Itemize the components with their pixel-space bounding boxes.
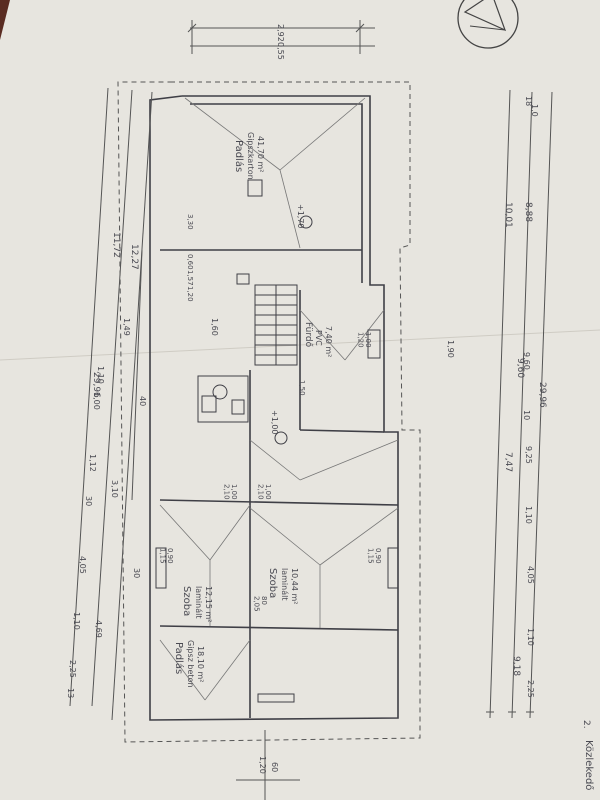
bottom-dim-e: 9,60 [515, 358, 525, 378]
left-chain-2: 1,10 [72, 612, 81, 630]
bottom-chain-3: 1,10 [524, 506, 533, 524]
building-walls [149, 95, 399, 721]
left-mid-1: 3,10 [110, 480, 119, 498]
room-name: Szoba [267, 568, 278, 598]
bottom-dim-a: 7,47 [503, 452, 513, 472]
room-area: 7,40 m² [324, 326, 333, 357]
left-dim-a: 11,72 [111, 232, 121, 258]
left-chain-4: 30 [84, 496, 93, 506]
left-dim-b: 12,27 [129, 244, 139, 270]
small-dim-2: 1,20 [186, 286, 194, 302]
bottom-chain-5: 10 [522, 410, 531, 420]
bottom-dim-overall: 29,96 [537, 382, 547, 408]
top-dimension-block [187, 20, 375, 54]
bottom-dim-d: 8,88 [523, 202, 533, 222]
bottom-chain-8: 18 [524, 96, 533, 106]
window-label-0: 0,901,15 [158, 548, 174, 564]
room-floor: Gipszkarton [246, 132, 255, 180]
room-szoba-right: Szoba laminált 10,44 m² [267, 568, 299, 604]
small-dim-0: 0,60 [186, 254, 194, 270]
window-label-2: 1,001,20 [356, 332, 372, 348]
room-area: 18,10 m² [196, 646, 205, 682]
left-small-1: 30 [132, 568, 141, 578]
side-mark-1: 60 [270, 762, 279, 772]
left-chain-3: 4,05 [78, 556, 87, 574]
left-chain-6: 1,00 [92, 392, 101, 410]
room-floor: laminált [194, 586, 203, 618]
room-name: Szoba [181, 586, 192, 616]
bathroom-fixtures [197, 375, 249, 423]
door-label-2: 802,05 [252, 596, 268, 612]
room-floor: laminált [280, 568, 289, 600]
room-szoba-left: Szoba laminált 12,15 m² [181, 586, 213, 622]
door-label-0: 1,002,10 [222, 484, 238, 500]
window-label-1: 0,901,15 [366, 548, 382, 564]
bottom-dim-c: 9,18 [511, 656, 521, 676]
side-mark-0: 1,20 [258, 756, 267, 774]
windows [155, 329, 399, 703]
room-name: Fürdő [303, 322, 313, 348]
room-furdo: Fürdő PVC 7,40 m² [303, 322, 333, 357]
room-level: +1,00 [270, 410, 279, 435]
footer-mark: 2. [581, 720, 591, 729]
left-chain-1: 2,25 [68, 660, 77, 678]
roof-outline [117, 81, 421, 743]
left-mid-0: 4,69 [94, 620, 103, 638]
room-kozlekedo: +1,00 [270, 410, 288, 445]
chimney [236, 273, 250, 285]
level-marker-icon [299, 215, 313, 229]
left-dimension-lines [69, 87, 153, 721]
top-dim-total: 2,92 [276, 24, 285, 42]
room-padlas-bottom: Padlás Gipsz beton 18,10 m² [173, 640, 205, 688]
room-spot-level: +1,70 [296, 204, 305, 229]
room-floor: Gipsz beton [186, 640, 195, 688]
roof-hatch-icon [247, 179, 263, 197]
room-floor: PVC [314, 330, 323, 346]
room-padlas-top: Padlás Gipszkarton 41,70 m² +1,70 [233, 132, 313, 229]
bottom-dim-mid: 1,90 [446, 340, 455, 358]
north-arrow-compass-icon [457, 0, 519, 49]
roof-hip-lines [159, 97, 399, 701]
left-small-2: 40 [138, 396, 147, 406]
bottom-chain-1: 1,10 [526, 628, 535, 646]
left-chain-0: 13 [66, 688, 75, 698]
left-chain-7: 1,10 [96, 366, 105, 384]
bottom-chain-2: 4,05 [526, 566, 535, 584]
left-dim-overall: 29,96 [91, 372, 101, 398]
small-dim-4: 1,50 [298, 380, 306, 396]
right-dimension-lines [486, 89, 553, 719]
top-dim-segment: 0,55 [276, 42, 285, 60]
small-dim-1: 1,57 [186, 270, 194, 286]
room-area: 12,15 m² [204, 586, 213, 622]
room-area: 10,44 m² [290, 568, 299, 604]
bottom-dim-b: 10,01 [503, 202, 513, 228]
door-label-1: 1,002,10 [256, 484, 272, 500]
left-small-0: 1,60 [210, 318, 219, 336]
left-chain-5: 1,12 [88, 454, 97, 472]
room-area: 41,70 m² [256, 136, 265, 172]
footer-text: Közlekedő [583, 740, 595, 790]
staircase [254, 284, 298, 366]
bottom-chain-7: 1,0 [530, 104, 539, 117]
left-mid-2: 1,49 [122, 318, 131, 336]
room-name: Padlás [233, 140, 245, 172]
room-name: Padlás [173, 642, 185, 674]
bottom-chain-6: 9,60 [522, 352, 531, 370]
small-dim-3: 3,30 [186, 214, 194, 230]
bottom-chain-0: 2,25 [526, 680, 535, 698]
level-marker-icon [274, 431, 288, 445]
bottom-chain-4: 9,25 [524, 446, 533, 464]
